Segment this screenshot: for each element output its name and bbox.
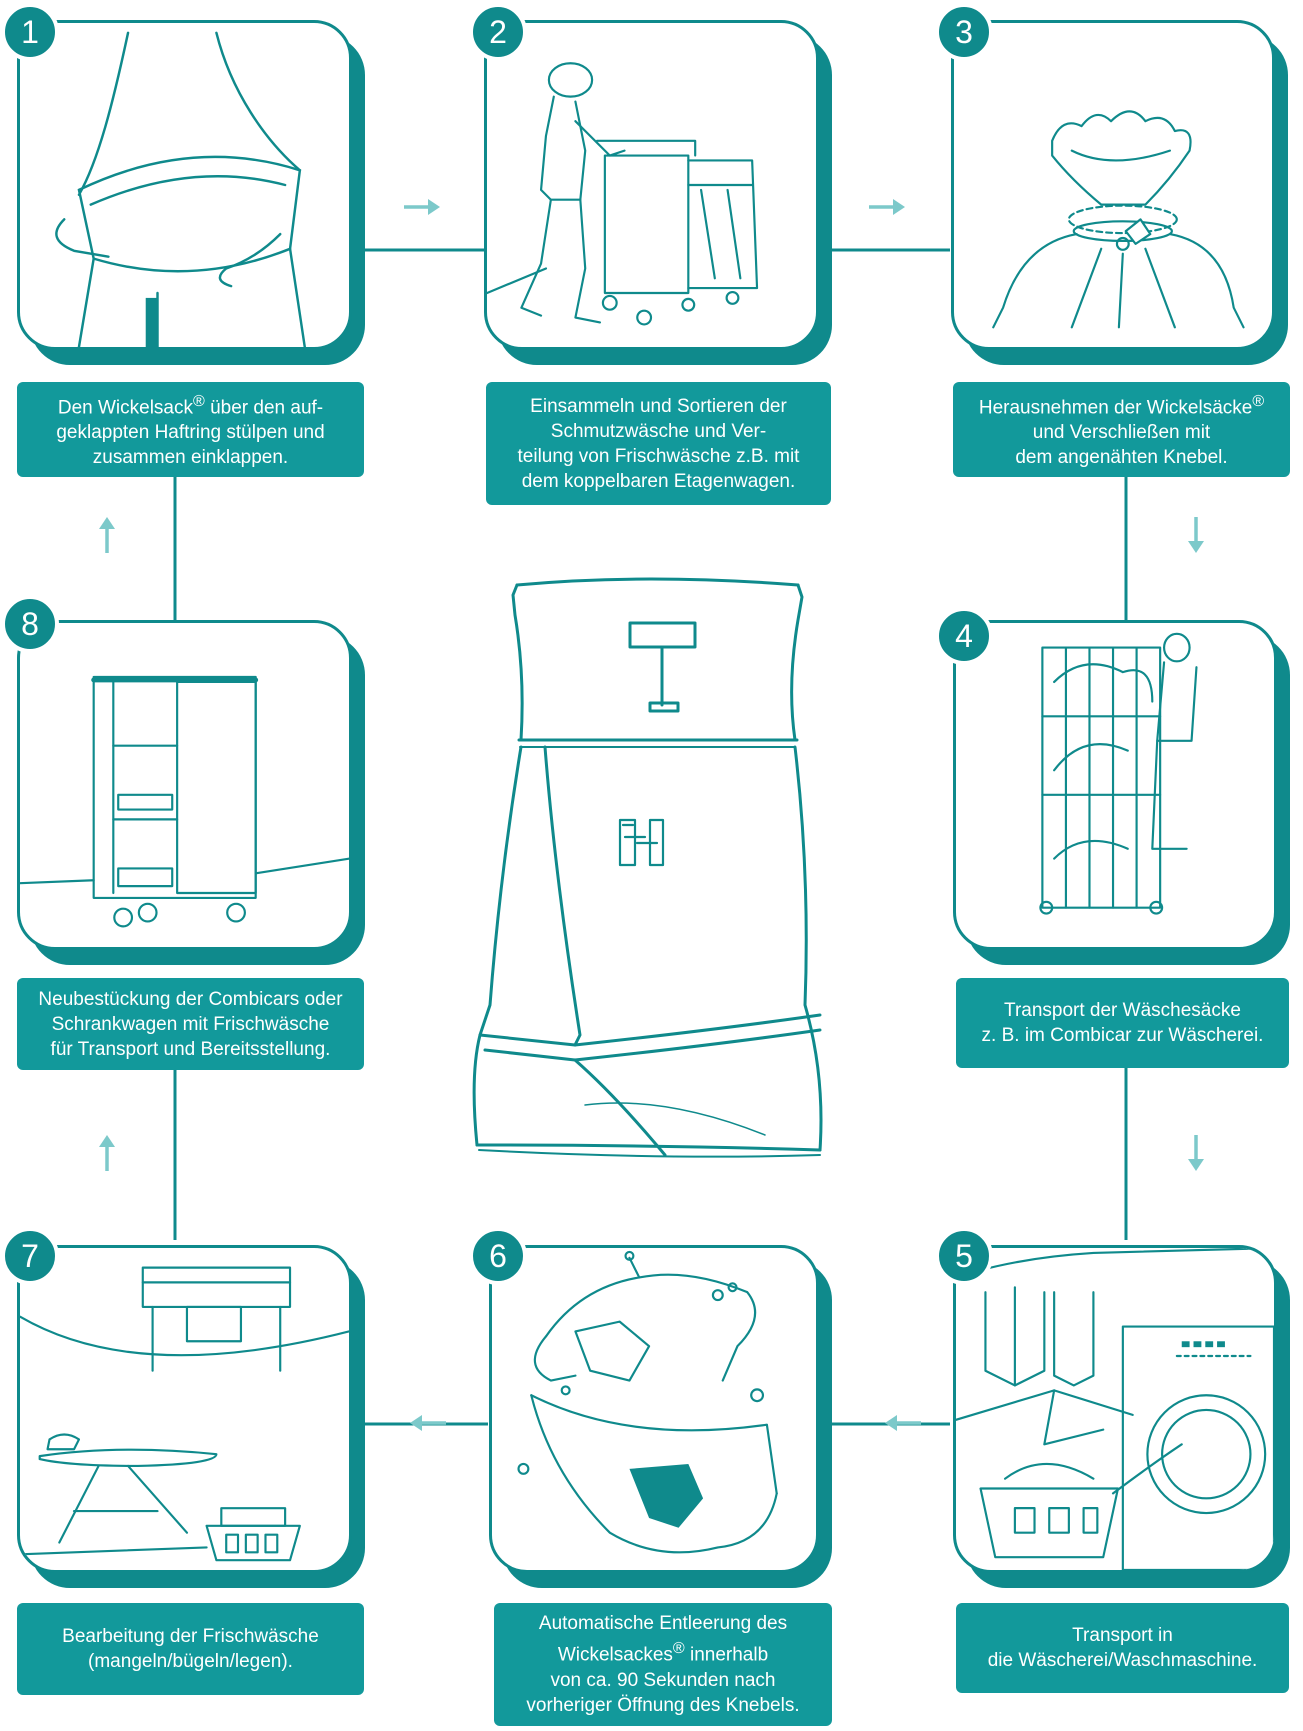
- step-8-caption: Neubestückung der Combicars oder Schrank…: [17, 978, 364, 1070]
- caption-part: Den Wickelsack: [58, 397, 193, 418]
- step-number: 3: [955, 14, 973, 50]
- ironing-illustration: [20, 1248, 349, 1570]
- registered-mark: ®: [673, 1640, 685, 1657]
- step-number: 5: [955, 1238, 973, 1274]
- registered-mark: ®: [193, 393, 205, 410]
- caption-text: Bearbeitung der Frischwäsche (mangeln/bü…: [62, 1624, 319, 1674]
- combicar-illustration: [956, 623, 1274, 947]
- nurse-trolley-illustration: [487, 23, 816, 347]
- step-2-caption: Einsammeln und Sortieren der Schmutzwäsc…: [486, 382, 831, 505]
- registered-mark: ®: [1252, 393, 1264, 410]
- step-5-card: [953, 1245, 1277, 1573]
- step-number: 7: [21, 1238, 39, 1274]
- caption-text: Einsammeln und Sortieren der Schmutzwäsc…: [518, 394, 800, 494]
- arrow-right-icon: [869, 199, 905, 215]
- step-7-card: [17, 1245, 352, 1573]
- step-7-caption: Bearbeitung der Frischwäsche (mangeln/bü…: [17, 1603, 364, 1695]
- step-1-caption: Den Wickelsack® über den auf- geklappten…: [17, 382, 364, 477]
- step-6-caption: Automatische Entleerung des Wickelsackes…: [494, 1603, 832, 1726]
- cabinet-cart-illustration: [20, 623, 349, 947]
- caption-text: Transport der Wäschesäcke z. B. im Combi…: [982, 998, 1264, 1048]
- sack-on-ring-illustration: [20, 23, 349, 347]
- step-number: 4: [955, 618, 973, 654]
- caption-part: Herausnehmen der Wickelsäcke: [979, 397, 1253, 418]
- step-number-badge: 2: [469, 3, 527, 61]
- caption-text: Herausnehmen der Wickelsäcke® und Versch…: [979, 389, 1264, 470]
- step-number-badge: 3: [935, 3, 993, 61]
- emptying-sack-illustration: [492, 1248, 816, 1570]
- caption-part: und Verschließen mit dem angenähten Kneb…: [1015, 422, 1227, 468]
- arrow-left-icon: [885, 1415, 921, 1431]
- step-number-badge: 5: [935, 1227, 993, 1285]
- step-1-card: [17, 20, 352, 350]
- arrow-left-icon: [410, 1415, 446, 1431]
- arrow-up-icon: [99, 1135, 115, 1171]
- tied-sack-illustration: [954, 23, 1272, 347]
- step-number: 2: [489, 14, 507, 50]
- step-number: 6: [489, 1238, 507, 1274]
- step-number-badge: 6: [469, 1227, 527, 1285]
- step-number: 8: [21, 606, 39, 642]
- caption-text: Transport in die Wäscherei/Waschmaschine…: [988, 1623, 1258, 1673]
- wickelsack-illustration: [465, 575, 835, 1170]
- step-5-caption: Transport in die Wäscherei/Waschmaschine…: [956, 1603, 1289, 1693]
- arrow-down-icon: [1188, 1135, 1204, 1171]
- caption-text: Neubestückung der Combicars oder Schrank…: [38, 987, 342, 1062]
- step-number-badge: 4: [935, 607, 993, 665]
- step-6-card: [489, 1245, 819, 1573]
- step-4-card: [953, 620, 1277, 950]
- arrow-up-icon: [99, 517, 115, 553]
- step-number-badge: 7: [1, 1227, 59, 1285]
- step-number-badge: 1: [1, 3, 59, 61]
- washing-machine-illustration: [956, 1248, 1274, 1570]
- step-3-caption: Herausnehmen der Wickelsäcke® und Versch…: [953, 382, 1290, 477]
- arrow-right-icon: [404, 199, 440, 215]
- caption-text: Automatische Entleerung des Wickelsackes…: [526, 1611, 799, 1717]
- step-3-card: [951, 20, 1275, 350]
- step-2-card: [484, 20, 819, 350]
- caption-text: Den Wickelsack® über den auf- geklappten…: [56, 389, 324, 470]
- arrow-down-icon: [1188, 517, 1204, 553]
- step-number-badge: 8: [1, 595, 59, 653]
- step-4-caption: Transport der Wäschesäcke z. B. im Combi…: [956, 978, 1289, 1068]
- step-8-card: [17, 620, 352, 950]
- step-number: 1: [21, 14, 39, 50]
